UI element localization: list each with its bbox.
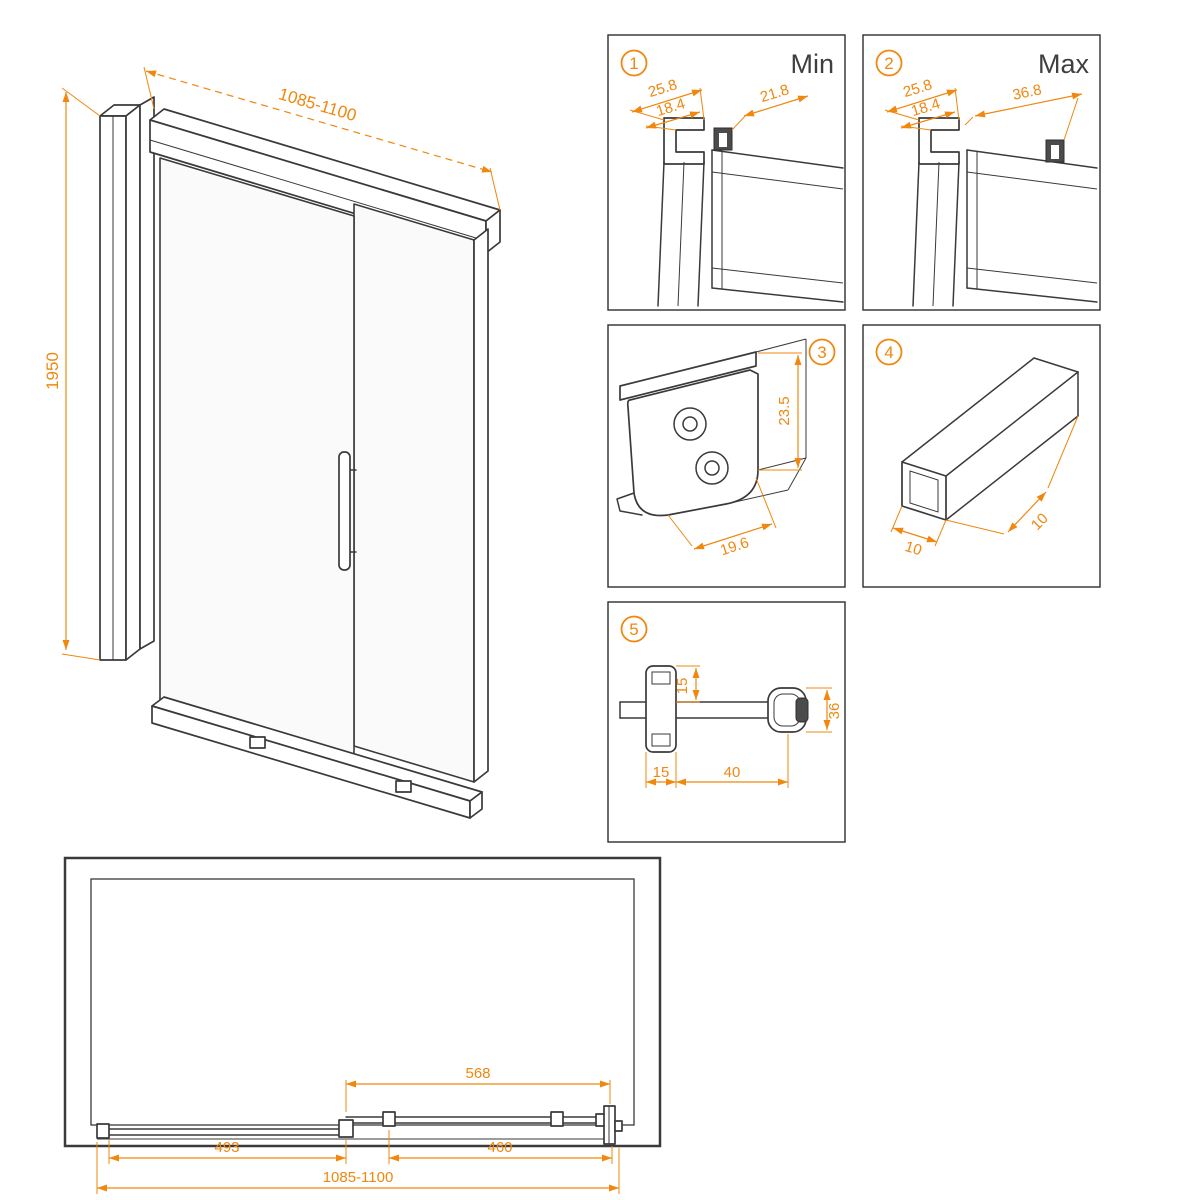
detail-5-dimensions: 15 36 15 40 [645, 665, 843, 788]
sliding-panel [353, 203, 489, 783]
detail-1-number: 1 [629, 54, 638, 73]
wall-bracket [645, 665, 677, 753]
profile-flange [619, 351, 757, 401]
detail-2-frame [862, 34, 1101, 311]
detail-4-number: 4 [884, 343, 893, 362]
dim-total-label: 1085-1100 [323, 1169, 394, 1186]
tube-bore [909, 470, 939, 513]
detail-5-number: 5 [629, 620, 638, 639]
plan-inner-edge [90, 878, 635, 1126]
detail-2-badge [875, 49, 903, 77]
min-label: Min [790, 49, 834, 79]
dim-label: 15 [674, 678, 691, 695]
detail-5-badge [620, 615, 648, 643]
detail-3-number: 3 [817, 343, 826, 362]
wall-nub [614, 1120, 623, 1132]
door-handle [338, 451, 357, 571]
profile-body [626, 369, 759, 517]
roller [550, 1111, 564, 1127]
dim-label: 10 [903, 538, 924, 559]
dim-493-label: 493 [214, 1139, 239, 1156]
max-label: Max [1038, 49, 1090, 79]
dim-460-label: 460 [487, 1139, 512, 1156]
detail-1-frame [607, 34, 846, 311]
plan-view: 568 493 460 1085-1100 [63, 856, 662, 1194]
plan-dimensions: 568 493 460 1085-1100 [96, 1065, 620, 1194]
dim-label: 15 [653, 764, 670, 781]
dim-label: 23.5 [776, 396, 793, 425]
detail-3-drawing [616, 338, 807, 517]
left-wall-bracket [96, 1123, 110, 1139]
bottom-rail [151, 696, 483, 819]
dim-label: 40 [724, 764, 741, 781]
fixed-panel [159, 157, 355, 759]
plan-outer-wall [63, 856, 662, 1148]
detail-3-badge [808, 338, 836, 366]
dim-label: 36.8 [1011, 81, 1043, 104]
detail-4-frame [862, 324, 1101, 588]
dim-label: 36 [826, 703, 843, 720]
height-dimension: 1950 [43, 87, 101, 661]
wall-profile [99, 96, 155, 661]
plan-door-assembly [96, 1105, 623, 1145]
mid-bracket [338, 1119, 354, 1138]
detail-4-badge [875, 338, 903, 366]
height-dimension-label: 1950 [43, 352, 62, 390]
detail-box-1: 1 Min 25.8 18.4 21.8 [607, 34, 846, 311]
dim-568-label: 568 [465, 1065, 490, 1082]
detail-box-5: 5 15 36 15 [607, 601, 846, 843]
isometric-view: 1085-1100 1950 [43, 66, 501, 819]
width-dimension-label: 1085-1100 [276, 84, 358, 125]
detail-box-2: 2 Max 25.8 18.4 36.8 [862, 34, 1101, 311]
detail-1-badge [620, 49, 648, 77]
detail-box-3: 3 23.5 19.6 [607, 324, 846, 588]
detail-2-number: 2 [884, 54, 893, 73]
detail-box-4: 4 10 10 [862, 324, 1101, 588]
roller [382, 1111, 396, 1127]
detail-4-drawing [901, 357, 1079, 521]
